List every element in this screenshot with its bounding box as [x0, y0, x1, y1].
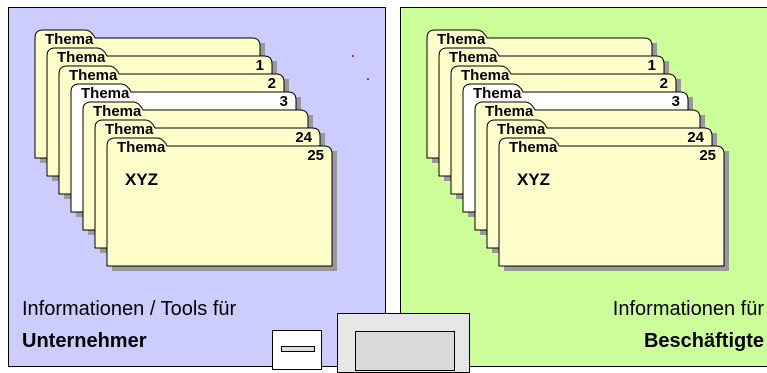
- folder-title: Thema: [93, 103, 142, 120]
- folder-title: Thema: [473, 85, 522, 102]
- folder-title: Thema: [437, 31, 486, 48]
- folder-title: Thema: [69, 67, 118, 84]
- folder-title: Thema: [449, 49, 498, 66]
- folder-number: 25: [307, 147, 324, 164]
- folder-number: 2: [660, 75, 668, 92]
- folder-subtitle: XYZ: [517, 170, 550, 189]
- monitor-screen: [355, 331, 455, 371]
- folder-number: 24: [687, 129, 704, 146]
- folder-number: 25: [699, 147, 716, 164]
- folder-number: 24: [295, 129, 312, 146]
- folder-number: 2: [268, 75, 276, 92]
- decorative-dot: [367, 78, 369, 80]
- folder-icon: [106, 137, 333, 267]
- folder-title: Thema: [45, 31, 94, 48]
- folder-title: Thema: [509, 139, 558, 156]
- decorative-dot: [352, 55, 354, 57]
- caption-left-line1: Informationen / Tools für: [22, 298, 237, 320]
- folder-subtitle: XYZ: [125, 170, 158, 189]
- folder-number: 1: [256, 57, 264, 74]
- folder-number: 3: [280, 93, 288, 110]
- folder-number: 1: [648, 57, 656, 74]
- drive-icon: [272, 330, 322, 370]
- folder-icon: [498, 137, 725, 267]
- folder-title: Thema: [105, 121, 154, 138]
- drive-slot: [281, 346, 315, 352]
- caption-left-line2: Unternehmer: [22, 330, 147, 352]
- caption-right-line1: Informationen für: [612, 298, 764, 320]
- folder-title: Thema: [461, 67, 510, 84]
- folder-title: Thema: [497, 121, 546, 138]
- folder-title: Thema: [117, 139, 166, 156]
- folder-title: Thema: [81, 85, 130, 102]
- folder-number: 3: [672, 93, 680, 110]
- folder-title: Thema: [485, 103, 534, 120]
- caption-right-line2: Beschäftigte: [643, 330, 764, 352]
- folder-title: Thema: [57, 49, 106, 66]
